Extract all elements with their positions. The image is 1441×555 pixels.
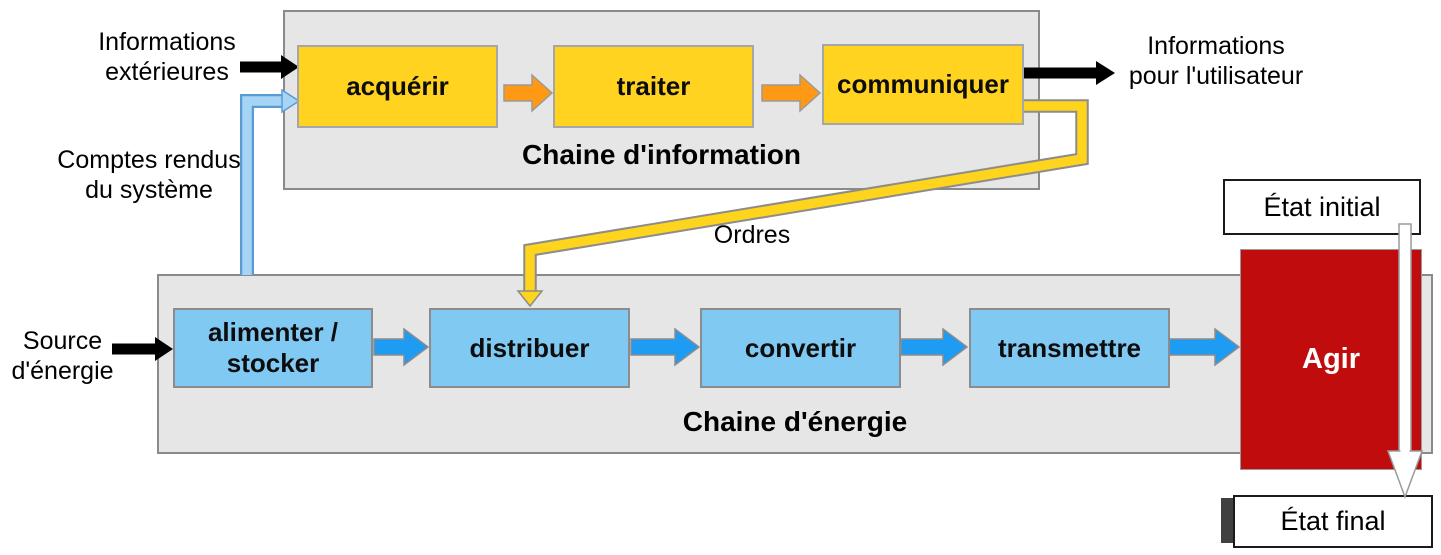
output-arrow-informations-utilisateur: [1022, 61, 1115, 85]
arrow-distribuer-convertir: [630, 327, 701, 367]
ordres-arrow: [516, 99, 1089, 308]
function-box-agir: Agir: [1240, 249, 1422, 470]
information-chain-title: Chaine d'information: [522, 139, 801, 170]
arrow-alimenter-distribuer: [373, 327, 430, 367]
function-box-traiter: traiter: [553, 45, 754, 128]
feedback-arrow-comptes-rendus: [240, 88, 301, 275]
etat-final-shadow: [1221, 498, 1233, 543]
arrow-traiter-communiquer: [761, 73, 822, 113]
etat-final-box: État final: [1233, 495, 1433, 548]
function-box-convertir: convertir: [700, 308, 901, 388]
input-arrow-informations-exterieures: [240, 55, 299, 79]
arrow-transmettre-agir: [1168, 327, 1241, 367]
function-box-acquerir: acquérir: [297, 45, 498, 128]
energy-chain-title: Chaine d'énergie: [682, 406, 908, 437]
arrow-acquerir-traiter: [503, 73, 554, 113]
label-informations-exterieures: Informations extérieures: [98, 28, 236, 86]
function-box-communiquer: communiquer: [822, 44, 1024, 125]
function-box-transmettre: transmettre: [969, 308, 1170, 388]
label-source-energie: Source d'énergie: [11, 327, 114, 385]
label-informations-utilisateur: Informations pour l'utilisateur: [1128, 32, 1304, 90]
arrow-convertir-transmettre: [900, 327, 969, 367]
label-comptes-rendus: Comptes rendus du système: [57, 146, 241, 204]
function-box-alimenter-stocker: alimenter / stocker: [173, 308, 373, 388]
etat-initial-box: État initial: [1223, 179, 1421, 235]
label-ordres: Ordres: [713, 221, 791, 249]
function-box-distribuer: distribuer: [429, 308, 630, 388]
input-arrow-source-energie: [112, 337, 173, 361]
